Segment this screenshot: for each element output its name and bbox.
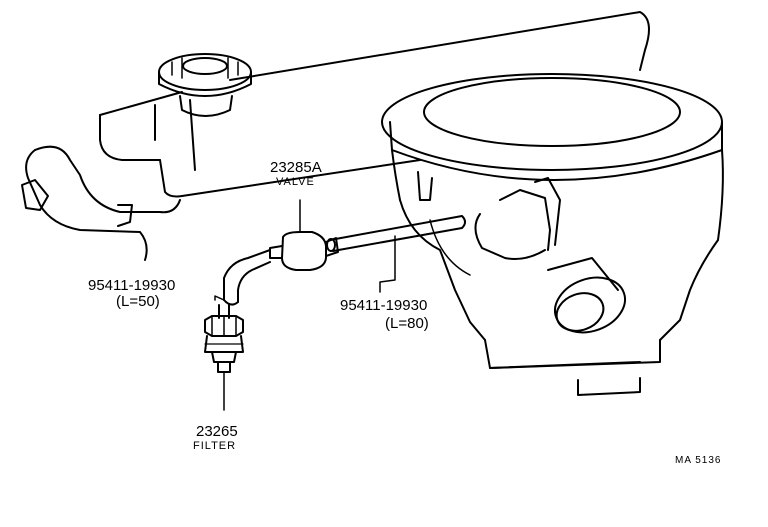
valve-part-number: 23285A: [270, 159, 322, 176]
long-hose-part-number: 95411-19930: [340, 297, 428, 314]
filter-part-name: FILTER: [193, 440, 237, 452]
filter-part-number: 23265: [196, 423, 238, 440]
short-hose-part-number: 95411-19930: [88, 277, 176, 294]
short-hose-length: (L=50): [116, 293, 160, 310]
filter-body: [204, 304, 244, 411]
filler-cap: [158, 53, 252, 117]
tank-outline: [21, 11, 650, 261]
carburetor-body: [474, 177, 626, 334]
air-cleaner: [381, 73, 724, 396]
short-hose: [214, 249, 271, 306]
drawing-code: MA 5136: [675, 455, 722, 466]
valve-part-name: VALVE: [276, 176, 315, 188]
long-hose-length: (L=80): [385, 315, 429, 332]
valve-body: [269, 199, 339, 271]
